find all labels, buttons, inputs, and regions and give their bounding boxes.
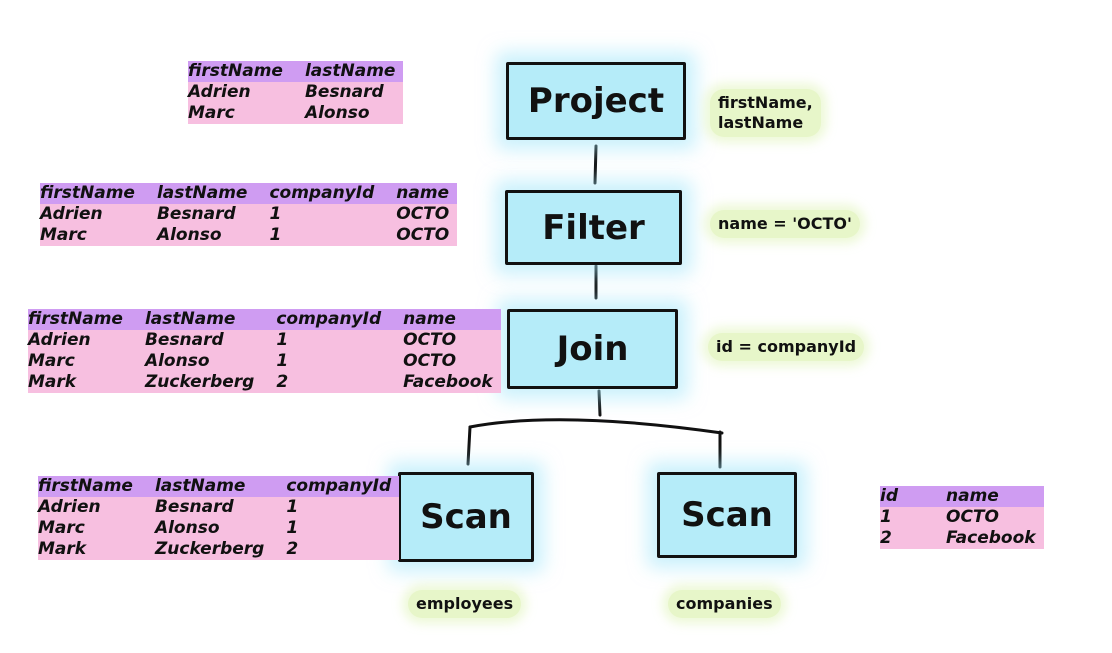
column-header: firstName bbox=[38, 476, 155, 497]
table-row: Adrien Besnard bbox=[188, 82, 404, 103]
table-cell: Marc bbox=[38, 518, 155, 539]
table-header-row: firstName lastName companyId name bbox=[40, 183, 458, 204]
table-cell: Alonso bbox=[144, 351, 277, 372]
table-cell: Marc bbox=[188, 103, 305, 124]
column-header: name bbox=[946, 486, 1044, 507]
scan-companies-label: Scan bbox=[681, 495, 773, 535]
table-cell: Besnard bbox=[156, 204, 270, 225]
scan-employees-node: Scan bbox=[398, 472, 534, 562]
table-cell: 1 bbox=[880, 507, 946, 528]
table-cell: OCTO bbox=[396, 225, 458, 246]
column-header: lastName bbox=[144, 309, 277, 330]
column-header: id bbox=[880, 486, 946, 507]
table-cell: OCTO bbox=[946, 507, 1044, 528]
edge-split-scan-employees bbox=[466, 425, 472, 466]
column-header: companyId bbox=[286, 476, 400, 497]
table-cell: Adrien bbox=[28, 330, 145, 351]
table-row: Marc Alonso 1 bbox=[38, 518, 400, 539]
table-cell: Mark bbox=[28, 372, 145, 393]
join-note: id = companyId bbox=[708, 333, 865, 361]
column-header: firstName bbox=[188, 61, 305, 82]
table-row: Adrien Besnard 1 OCTO bbox=[40, 204, 458, 225]
table-cell: 1 bbox=[286, 497, 400, 518]
edge-project-filter bbox=[593, 144, 598, 185]
column-header: name bbox=[396, 183, 458, 204]
table-cell: Adrien bbox=[40, 204, 157, 225]
edge-join-split bbox=[597, 389, 602, 417]
scan-companies-node: Scan bbox=[657, 472, 797, 558]
project-note-line2: lastName bbox=[718, 113, 804, 132]
table-row: Mark Zuckerberg 2 Facebook bbox=[28, 372, 501, 393]
table-row: Marc Alonso bbox=[188, 103, 404, 124]
companies-note: companies bbox=[668, 590, 781, 618]
column-header: companyId bbox=[269, 183, 397, 204]
table-header-row: firstName lastName companyId name bbox=[28, 309, 501, 330]
table-row: Marc Alonso 1 OCTO bbox=[40, 225, 458, 246]
table-header-row: firstName lastName companyId bbox=[38, 476, 400, 497]
table-cell: 1 bbox=[276, 351, 404, 372]
table-header-row: firstName lastName bbox=[188, 61, 404, 82]
companies-table: id name 1 OCTO 2 Facebook bbox=[880, 486, 1044, 549]
table-cell: Alonso bbox=[304, 103, 404, 124]
join-node-label: Join bbox=[556, 329, 629, 369]
filter-node-label: Filter bbox=[542, 207, 645, 248]
table-cell: Facebook bbox=[946, 528, 1044, 549]
filter-node: Filter bbox=[505, 190, 682, 265]
column-header: lastName bbox=[304, 61, 404, 82]
table-cell: 1 bbox=[269, 225, 397, 246]
project-note: firstName, lastName bbox=[710, 89, 821, 137]
table-row: Mark Zuckerberg 2 bbox=[38, 539, 400, 560]
project-output-table: firstName lastName Adrien Besnard Marc A… bbox=[188, 61, 404, 124]
column-header: lastName bbox=[156, 183, 270, 204]
table-cell: OCTO bbox=[403, 330, 501, 351]
table-row: Adrien Besnard 1 bbox=[38, 497, 400, 518]
table-cell: Adrien bbox=[38, 497, 155, 518]
project-note-line1: firstName, bbox=[718, 93, 813, 112]
filter-note: name = 'OCTO' bbox=[710, 210, 860, 238]
table-header-row: id name bbox=[880, 486, 1044, 507]
filter-output-table: firstName lastName companyId name Adrien… bbox=[40, 183, 458, 246]
column-header: lastName bbox=[154, 476, 287, 497]
table-cell: 2 bbox=[286, 539, 400, 560]
table-row: Marc Alonso 1 OCTO bbox=[28, 351, 501, 372]
table-cell: Besnard bbox=[154, 497, 287, 518]
employees-note: employees bbox=[408, 590, 522, 618]
table-cell: Zuckerberg bbox=[154, 539, 287, 560]
table-cell: 2 bbox=[880, 528, 946, 549]
table-cell: Besnard bbox=[304, 82, 404, 103]
table-cell: 1 bbox=[286, 518, 400, 539]
table-cell: Facebook bbox=[403, 372, 501, 393]
table-cell: 1 bbox=[269, 204, 397, 225]
table-cell: Adrien bbox=[188, 82, 305, 103]
table-cell: Marc bbox=[40, 225, 157, 246]
table-row: Adrien Besnard 1 OCTO bbox=[28, 330, 501, 351]
table-cell: Marc bbox=[28, 351, 145, 372]
table-cell: Alonso bbox=[154, 518, 287, 539]
project-node: Project bbox=[506, 62, 686, 140]
scan-employees-label: Scan bbox=[420, 497, 512, 537]
join-output-table: firstName lastName companyId name Adrien… bbox=[28, 309, 501, 393]
employees-table: firstName lastName companyId Adrien Besn… bbox=[38, 476, 400, 560]
column-header: companyId bbox=[276, 309, 404, 330]
column-header: firstName bbox=[28, 309, 145, 330]
table-cell: Alonso bbox=[156, 225, 270, 246]
project-node-label: Project bbox=[527, 81, 665, 121]
table-cell: OCTO bbox=[403, 351, 501, 372]
table-row: 2 Facebook bbox=[880, 528, 1044, 549]
join-node: Join bbox=[507, 309, 678, 389]
table-cell: Mark bbox=[38, 539, 155, 560]
table-cell: 2 bbox=[276, 372, 404, 393]
column-header: name bbox=[403, 309, 501, 330]
column-header: firstName bbox=[40, 183, 157, 204]
table-cell: 1 bbox=[276, 330, 404, 351]
edge-split-bar bbox=[468, 418, 724, 435]
table-cell: Zuckerberg bbox=[144, 372, 277, 393]
table-row: 1 OCTO bbox=[880, 507, 1044, 528]
table-cell: Besnard bbox=[144, 330, 277, 351]
table-cell: OCTO bbox=[396, 204, 458, 225]
